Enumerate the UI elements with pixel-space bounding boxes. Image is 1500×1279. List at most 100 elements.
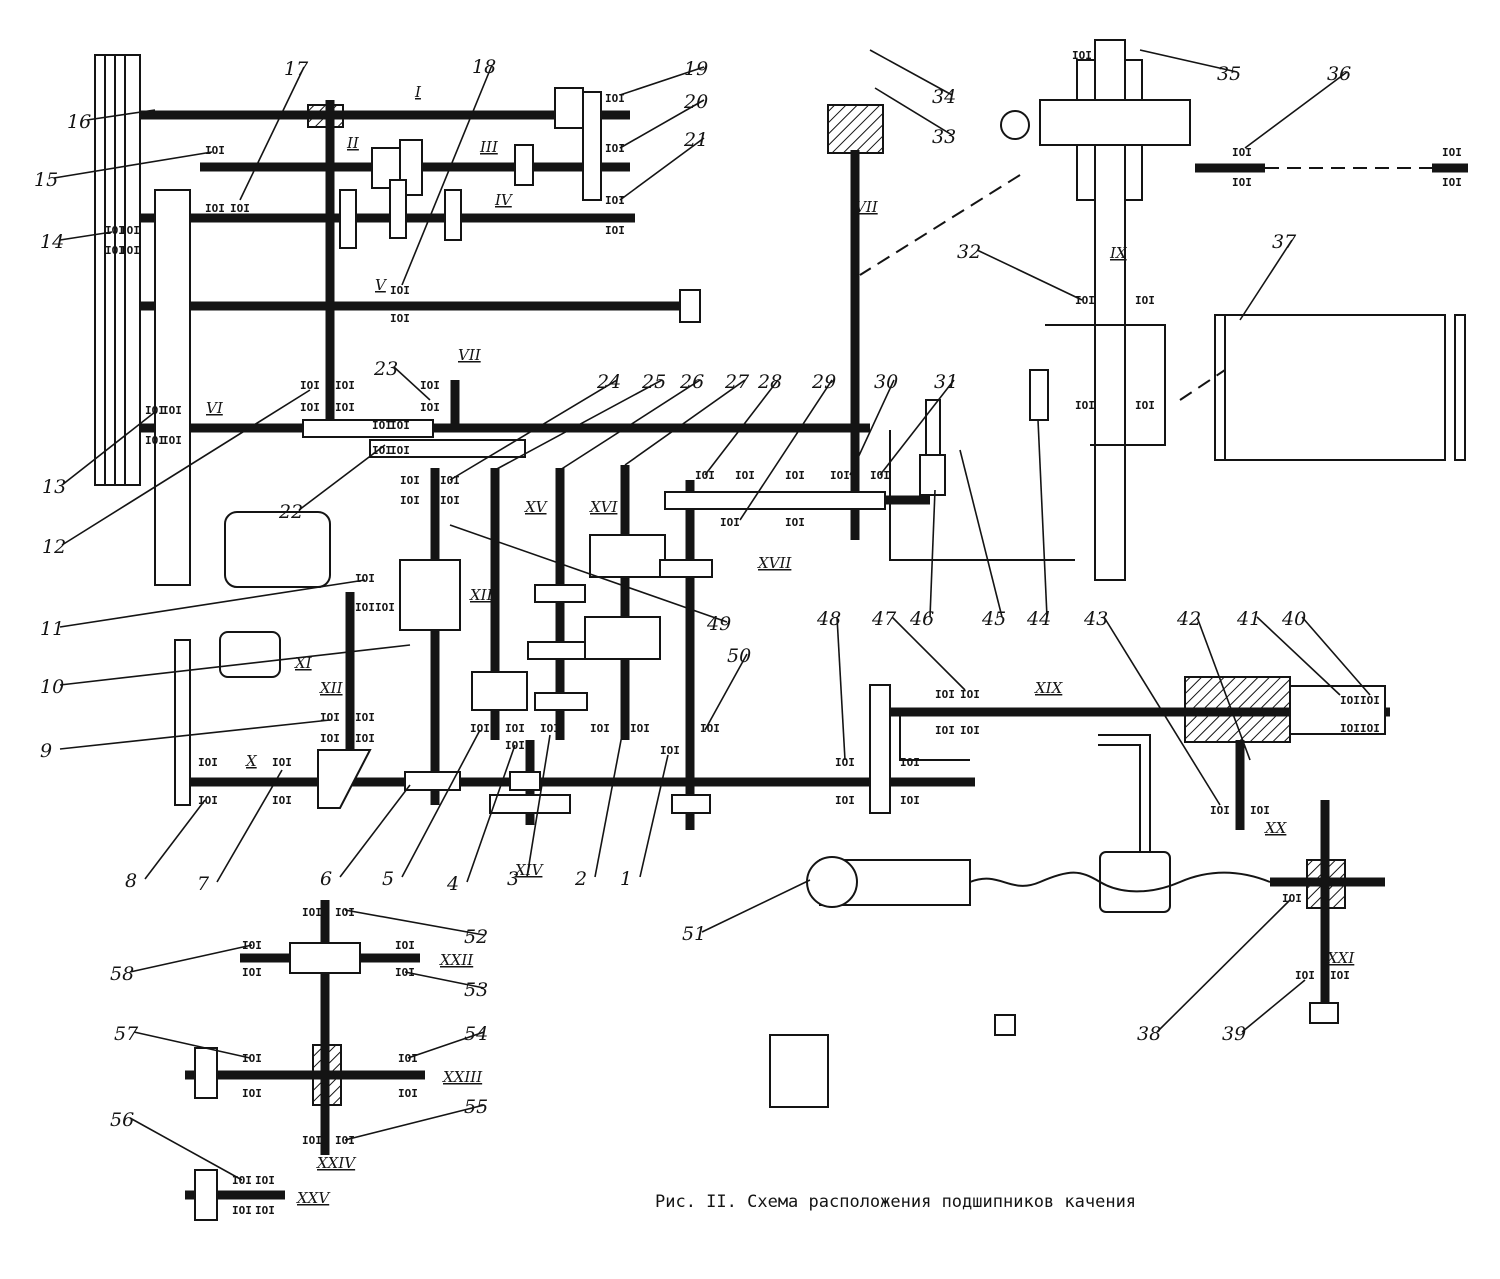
bearing-symbol-icon: IOI <box>335 401 355 414</box>
callout-number: 35 <box>1217 63 1241 85</box>
callout-number: 50 <box>727 645 751 667</box>
callout-number: 21 <box>683 129 708 151</box>
leader-line <box>61 389 311 546</box>
leader-line <box>739 379 833 521</box>
callout-number: 56 <box>110 1109 134 1131</box>
callout-number: 18 <box>472 56 496 78</box>
bearing-symbol-icon: IOI <box>272 756 292 769</box>
leader-line <box>704 379 779 476</box>
leader-line <box>1241 979 1306 1033</box>
shaft-label: XIV <box>514 861 545 879</box>
leader-line <box>619 137 705 201</box>
bearing-symbol-icon: IOI <box>375 601 395 614</box>
bearing-symbol-icon: IOI <box>390 312 410 325</box>
leader-line <box>874 87 953 136</box>
bearing-symbol-icon: IOI <box>395 939 415 952</box>
bearing-symbol-icon: IOI <box>935 688 955 701</box>
shaft-label: XXI <box>1326 949 1355 967</box>
leader-line <box>869 49 953 96</box>
bearing-symbol-icon: IOI <box>960 724 980 737</box>
leader-line <box>1244 71 1348 149</box>
callout-number: 25 <box>641 371 666 393</box>
callout-number: 14 <box>40 231 64 253</box>
belt-pulley-stack <box>94 54 141 486</box>
bearing-symbol-icon: IOI <box>420 401 440 414</box>
nut-block <box>1184 676 1291 743</box>
leader-line <box>494 379 663 471</box>
callout-number: 47 <box>871 608 897 630</box>
callout-number: 43 <box>1083 608 1108 630</box>
leader-line <box>594 734 623 878</box>
bearing-symbol-icon: IOI <box>835 794 855 807</box>
bearing-symbol-icon: IOI <box>1295 969 1315 982</box>
bearing-symbol-icon: IOI <box>1360 722 1380 735</box>
callout-number: 51 <box>682 923 706 945</box>
bearing-symbol-icon: IOI <box>120 244 140 257</box>
bearing-symbol-icon: IOI <box>162 404 182 417</box>
leader-line <box>401 729 481 878</box>
bearing-symbol-icon: IOI <box>870 469 890 482</box>
callout-number: 32 <box>957 241 981 263</box>
bearing-symbol-icon: IOI <box>605 224 625 237</box>
leader-line <box>466 744 516 883</box>
bearing-symbol-icon: IOI <box>1340 722 1360 735</box>
leader-line <box>929 489 936 618</box>
bearing-symbol-icon: IOI <box>660 744 680 757</box>
bearing-symbol-icon: IOI <box>1075 399 1095 412</box>
bearing-symbol-icon: IOI <box>335 906 355 919</box>
shaft-label: IX <box>1109 244 1128 262</box>
shaft-label: XXII <box>439 951 474 969</box>
leader-line <box>407 1031 485 1059</box>
callout-number: 39 <box>1222 1023 1246 1045</box>
bearing-symbol-icon: IOI <box>1072 49 1092 62</box>
bearing-symbol-icon: IOI <box>255 1204 275 1217</box>
bearing-symbol-icon: IOI <box>785 516 805 529</box>
callout-number: 38 <box>1137 1023 1161 1045</box>
leader-line <box>298 444 386 511</box>
callout-number: 10 <box>40 676 64 698</box>
bearing-symbol-icon: IOI <box>300 379 320 392</box>
bearing-symbol-icon: IOI <box>1232 176 1252 189</box>
leader-lines <box>53 49 1371 1181</box>
callout-number: 42 <box>1176 608 1201 630</box>
bearing-symbol-icon: IOI <box>440 494 460 507</box>
bearing-symbol-icon: IOI <box>1340 694 1360 707</box>
bearing-symbol-icon: IOI <box>1250 804 1270 817</box>
table-37 <box>1224 314 1446 461</box>
bearing-symbol-icon: IOI <box>232 1204 252 1217</box>
bearing-symbol-icon: IOI <box>1135 294 1155 307</box>
motor-XI <box>219 631 281 678</box>
leader-line <box>1239 239 1293 321</box>
callout-number: 19 <box>684 58 708 80</box>
leader-line <box>86 109 156 121</box>
callout-number: 20 <box>683 91 708 113</box>
bearing-symbol-icon: IOI <box>272 794 292 807</box>
bearing-symbol-icon: IOI <box>835 756 855 769</box>
callout-number: 49 <box>706 613 731 635</box>
worm-II <box>307 104 344 128</box>
callout-number: 40 <box>1281 608 1306 630</box>
callout-number: 9 <box>40 740 52 762</box>
callout-number: 36 <box>1327 63 1351 85</box>
shaft-label: XVI <box>589 498 619 516</box>
bearing-symbol-icon: IOI <box>1282 892 1302 905</box>
callout-number: 48 <box>816 608 841 630</box>
shaft-label: IV <box>494 191 514 209</box>
leader-line <box>216 769 283 883</box>
leader-line <box>976 249 1083 301</box>
callout-number: 15 <box>34 169 58 191</box>
leader-line <box>339 784 411 878</box>
callout-number: 33 <box>932 126 956 148</box>
bearing-symbol-icon: IOI <box>390 444 410 457</box>
bearing-symbol-icon: IOI <box>900 756 920 769</box>
callout-number: 5 <box>382 868 394 890</box>
bearing-symbol-icon: IOI <box>785 469 805 482</box>
leader-line <box>144 799 206 880</box>
leader-line <box>59 579 366 628</box>
callout-number: 57 <box>114 1023 139 1045</box>
figure-caption: Рис. II. Схема расположения подшипников … <box>655 1192 1136 1212</box>
callout-number: 26 <box>679 371 704 393</box>
callout-number: 22 <box>278 501 303 523</box>
bearing-symbol-icon: IOI <box>1442 146 1462 159</box>
